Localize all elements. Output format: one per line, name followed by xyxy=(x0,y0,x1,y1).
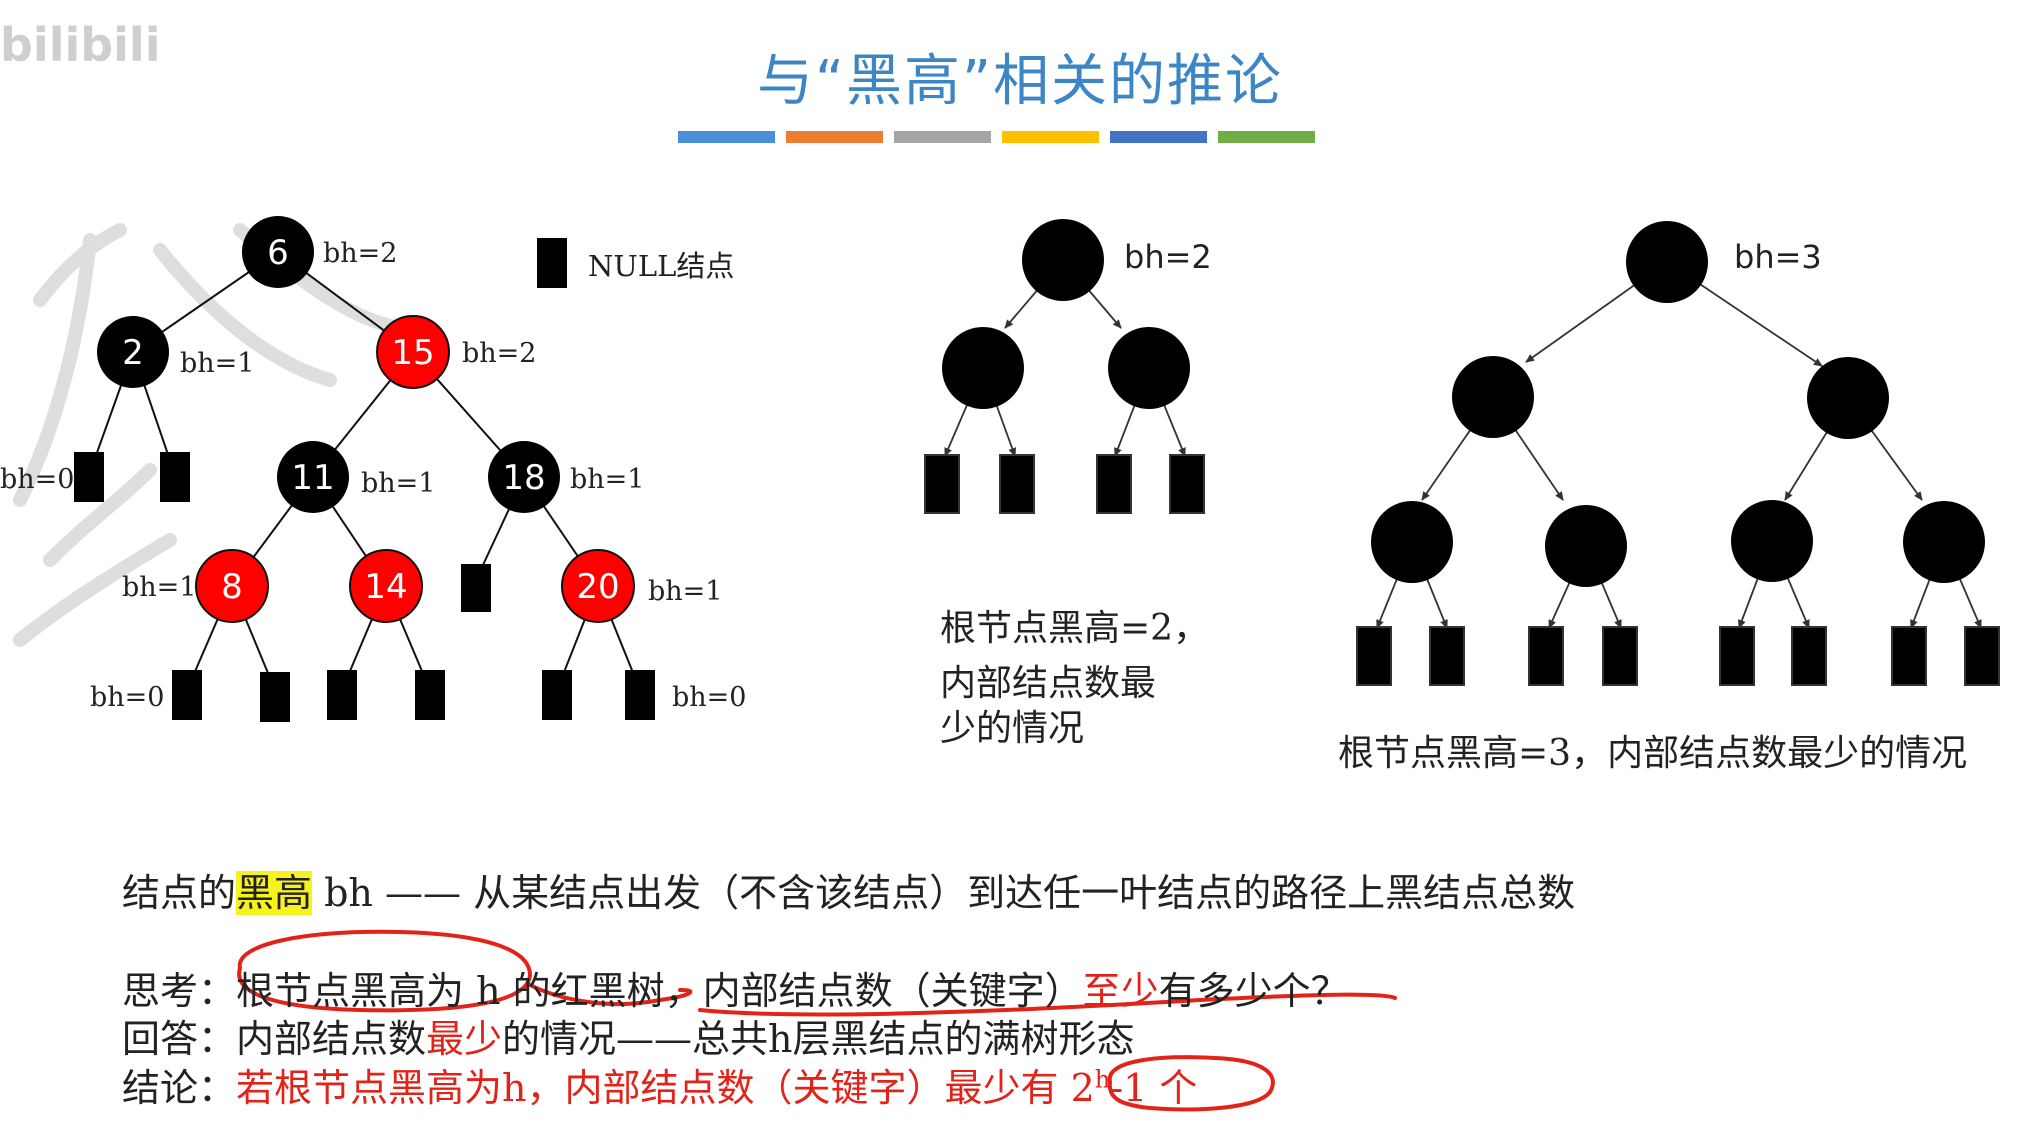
svg-text:bh=1: bh=1 xyxy=(122,572,196,603)
underline-annotation xyxy=(698,992,1397,1017)
svg-text:bh=2: bh=2 xyxy=(462,338,536,369)
color-bar-segment xyxy=(678,131,775,143)
null-leaf xyxy=(1169,454,1205,514)
tree3-root-bh: bh=3 xyxy=(1734,238,1822,276)
null-leaf xyxy=(1528,626,1564,686)
leaf-bh-label: bh=0 xyxy=(0,464,74,495)
null-leaf xyxy=(260,672,290,722)
null-leaf xyxy=(461,564,491,612)
tree1-node-14: 14 xyxy=(349,549,423,623)
circle-annotation xyxy=(237,929,533,1013)
null-leaf xyxy=(1719,626,1755,686)
tree1-nodes: 6 bh=2 2 bh=1 15 bh=2 11 bh=1 18 bh= xyxy=(0,216,746,713)
underline-annotation xyxy=(528,983,693,1006)
tree2-right-node xyxy=(1108,327,1190,409)
color-bar-segment xyxy=(1110,131,1207,143)
leaf-bh-label: bh=0 xyxy=(672,682,746,713)
svg-text:少的情况: 少的情况 xyxy=(940,708,1084,749)
highlight-heigh: 黑高 xyxy=(236,871,313,915)
null-leaf xyxy=(924,454,960,514)
color-bar-segment xyxy=(786,131,883,143)
tree1-node-2: 2 bh=1 xyxy=(97,316,254,388)
tree2-root-bh: bh=2 xyxy=(1124,238,1212,276)
svg-text:18: 18 xyxy=(502,458,545,498)
tree2-root-node xyxy=(1022,219,1104,301)
svg-text:14: 14 xyxy=(364,567,407,607)
svg-text:11: 11 xyxy=(291,458,334,498)
definition-line: 结点的黑高 bh —— 从某结点出发（不含该结点）到达任一叶结点的路径上黑结点总… xyxy=(122,871,1576,915)
legend: NULL结点 xyxy=(537,238,734,288)
legend-null-square xyxy=(537,238,567,288)
null-leaf xyxy=(1891,626,1927,686)
null-leaf xyxy=(327,670,357,720)
null-leaf xyxy=(625,670,655,720)
tree3-edges xyxy=(1376,261,1982,629)
svg-text:内部结点数最: 内部结点数最 xyxy=(940,663,1156,704)
tree3-node xyxy=(1452,356,1534,438)
conclusion-line: 结论：若根节点黑高为h，内部结点数（关键字）最少有 2h-1 个 xyxy=(122,1065,1198,1110)
tree3-node xyxy=(1545,505,1627,587)
tree1-node-6: 6 bh=2 xyxy=(242,216,397,288)
tree2-caption: 根节点黑高=2， 内部结点数最 少的情况 xyxy=(940,608,1209,749)
tree1-node-8: 8 bh=1 xyxy=(122,549,269,623)
null-leaf xyxy=(1964,626,2000,686)
tree3-nodes: bh=3 xyxy=(1356,221,2000,686)
svg-text:bh=1: bh=1 xyxy=(361,468,435,499)
color-bar-segment xyxy=(1218,131,1315,143)
tree3-node xyxy=(1903,501,1985,583)
tree2-nodes: bh=2 xyxy=(924,219,1212,514)
tree1-node-20: 20 bh=1 xyxy=(561,549,722,623)
color-bar-segment xyxy=(894,131,991,143)
tree3-node xyxy=(1371,501,1453,583)
circle-annotation xyxy=(1107,1055,1275,1112)
svg-text:bh=1: bh=1 xyxy=(570,464,644,495)
leaf-bh-label: bh=0 xyxy=(90,682,164,713)
tree3-root-node xyxy=(1626,221,1708,303)
svg-text:6: 6 xyxy=(267,233,289,273)
tree1-node-15: 15 bh=2 xyxy=(376,315,536,389)
tree1-node-18: 18 bh=1 xyxy=(488,441,644,513)
svg-text:8: 8 xyxy=(221,567,243,607)
null-leaf xyxy=(1429,626,1465,686)
answer-line: 回答：内部结点数最少的情况——总共h层黑结点的满树形态 xyxy=(122,1017,1135,1061)
null-leaf xyxy=(1602,626,1638,686)
svg-text:2: 2 xyxy=(122,333,144,373)
svg-text:bh=1: bh=1 xyxy=(180,348,254,379)
null-leaf xyxy=(74,452,104,502)
tree2-left-node xyxy=(942,327,1024,409)
svg-text:20: 20 xyxy=(576,567,619,607)
null-leaf xyxy=(415,670,445,720)
svg-text:根节点黑高=2，: 根节点黑高=2， xyxy=(940,608,1209,649)
color-bar-segment xyxy=(1002,131,1099,143)
svg-text:bh=2: bh=2 xyxy=(323,238,397,269)
null-leaf xyxy=(1791,626,1827,686)
tree1-null-leaves xyxy=(74,452,655,722)
tree1-node-11: 11 bh=1 xyxy=(277,441,435,513)
watermark-logo: bilibili xyxy=(0,18,161,72)
think-line: 思考：根节点黑高为 h 的红黑树，内部结点数（关键字）至少有多少个？ xyxy=(122,969,1349,1013)
null-leaf xyxy=(172,670,202,720)
null-leaf xyxy=(999,454,1035,514)
slide-title: 与“黑高”相关的推论 xyxy=(756,49,1284,114)
null-leaf xyxy=(160,452,190,502)
svg-text:NULL结点: NULL结点 xyxy=(588,249,734,283)
tree3-caption: 根节点黑高=3，内部结点数最少的情况 xyxy=(1338,733,1967,774)
null-leaf xyxy=(542,670,572,720)
null-leaf xyxy=(1096,454,1132,514)
tree3-node xyxy=(1807,357,1889,439)
red-annotations xyxy=(237,929,1397,1112)
null-leaf xyxy=(1356,626,1392,686)
svg-text:bh=1: bh=1 xyxy=(648,576,722,607)
svg-text:15: 15 xyxy=(391,333,434,373)
tree3-node xyxy=(1731,500,1813,582)
handwriting-watermark xyxy=(13,223,427,647)
